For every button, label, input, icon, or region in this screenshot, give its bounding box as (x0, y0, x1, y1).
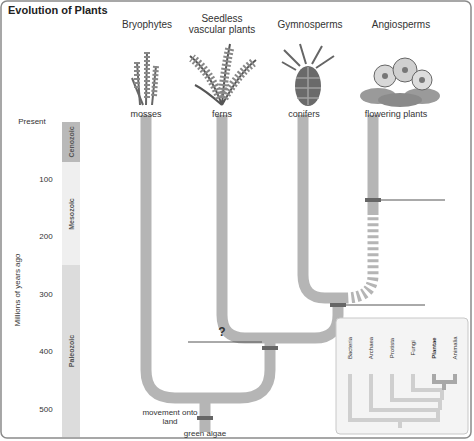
era-band: Cenozoic (62, 122, 80, 162)
axis-number: 400 (31, 348, 61, 357)
era-name: Cenozoic (68, 126, 75, 157)
plant-name: ferns (192, 110, 252, 120)
kingdom-name: Bacteria (347, 323, 354, 373)
kingdom-name: Plantae (431, 323, 438, 373)
kingdom-name: Protista (389, 323, 396, 373)
inset-box (336, 318, 468, 434)
plant-name: mosses (111, 110, 181, 120)
flower-center (419, 77, 425, 83)
era-band: Mesozoic (62, 162, 80, 265)
tree-branch (146, 115, 270, 398)
era-band: Paleozoic (62, 265, 80, 437)
event-tick (197, 416, 213, 420)
clade-line (434, 374, 455, 390)
fern-frond (190, 44, 256, 105)
ancestor-name: green algae (165, 430, 245, 439)
flower (412, 70, 432, 90)
axis-number: 100 (31, 176, 61, 185)
group-name: Angiosperms (356, 19, 446, 30)
plant-name: conifers (269, 110, 339, 120)
title: Evolution of Plants (8, 4, 108, 16)
clade-line (371, 374, 438, 420)
event-label: movement onto land (139, 409, 201, 427)
axis-number: 500 (31, 406, 61, 415)
era-name: Paleozoic (68, 335, 75, 367)
axis-label: Present (7, 118, 57, 127)
tree-branch (222, 115, 338, 338)
fern-leaflets (192, 47, 254, 98)
question-mark: ? (212, 326, 232, 339)
group-name: Bryophytes (102, 19, 192, 30)
tree-branch-dashed (345, 215, 373, 298)
flower-center (402, 67, 408, 73)
leader-line (188, 342, 262, 343)
cone-scales (295, 67, 321, 105)
kingdom-name: Fungi (410, 323, 417, 373)
axis-number: 300 (31, 291, 61, 300)
inset-cladogram (350, 374, 455, 428)
kingdom-name: Animalia (452, 323, 459, 373)
pine-cone (295, 66, 321, 106)
era-name: Mesozoic (68, 198, 75, 230)
leaf (378, 93, 422, 107)
moss-picture (132, 52, 156, 105)
tree-branch (303, 115, 345, 298)
cone-picture (282, 44, 334, 106)
event-tick (262, 346, 278, 350)
event-tick (365, 198, 381, 202)
group-name: Gymnosperms (265, 19, 355, 30)
axis-number: 200 (31, 233, 61, 242)
event-tick (330, 303, 346, 307)
moss-leaves (137, 52, 156, 98)
group-name: Seedless vascular plants (182, 13, 262, 35)
leader-line (346, 305, 425, 306)
axis-title: Millions of years ago (14, 215, 23, 365)
clade-line (413, 374, 442, 400)
plant-name: flowering plants (346, 110, 446, 120)
leader-line (381, 200, 445, 201)
flower-picture (360, 58, 440, 107)
kingdom-name: Archaea (368, 323, 375, 373)
fern-picture (190, 44, 256, 105)
flower-center (382, 73, 388, 79)
